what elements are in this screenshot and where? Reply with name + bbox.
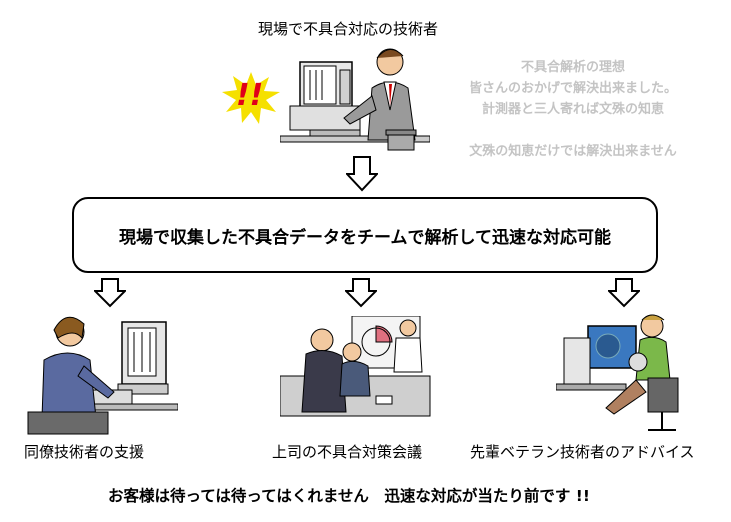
down-arrow-icon	[346, 156, 378, 192]
alert-text: !!	[236, 78, 264, 113]
main-process-box: 現場で収集した不具合データをチームで解析して迅速な対応可能	[72, 197, 658, 273]
down-arrow-icon	[608, 278, 640, 308]
meeting-illustration	[280, 316, 431, 417]
ideal-line: 計測器と三人寄れば文殊の知恵	[481, 102, 664, 117]
footer-message: お客様は待っては待ってはくれません 迅速な対応が当たり前です !!	[108, 487, 590, 505]
main-process-text: 現場で収集した不具合データをチームで解析して迅速な対応可能	[119, 227, 611, 248]
down-arrow-icon	[94, 278, 126, 308]
veteran-engineer-illustration	[556, 314, 679, 431]
ideal-line: 文殊の知恵だけでは解決出来ません	[469, 144, 677, 159]
trash-can-icon	[385, 129, 417, 151]
ideal-line: 皆さんのおかげで解決出来ました。	[468, 81, 677, 96]
colleague-support-illustration	[27, 316, 178, 435]
caption-manager-meeting: 上司の不具合対策会議	[272, 443, 423, 461]
caption-veteran-advice: 先輩ベテラン技術者のアドバイス	[470, 443, 695, 461]
caption-colleague-support: 同僚技術者の支援	[24, 443, 145, 461]
ideal-line: 不具合解析の理想	[520, 60, 625, 75]
ideal-text-block: 不具合解析の理想 皆さんのおかげで解決出来ました。 計測器と三人寄れば文殊の知恵…	[448, 57, 698, 162]
ideal-line-spacer	[448, 120, 698, 141]
down-arrow-icon	[345, 278, 377, 308]
top-caption: 現場で不具合対応の技術者	[258, 20, 439, 38]
alert-burst-icon	[222, 72, 280, 124]
engineer-at-computer-illustration	[280, 48, 430, 143]
